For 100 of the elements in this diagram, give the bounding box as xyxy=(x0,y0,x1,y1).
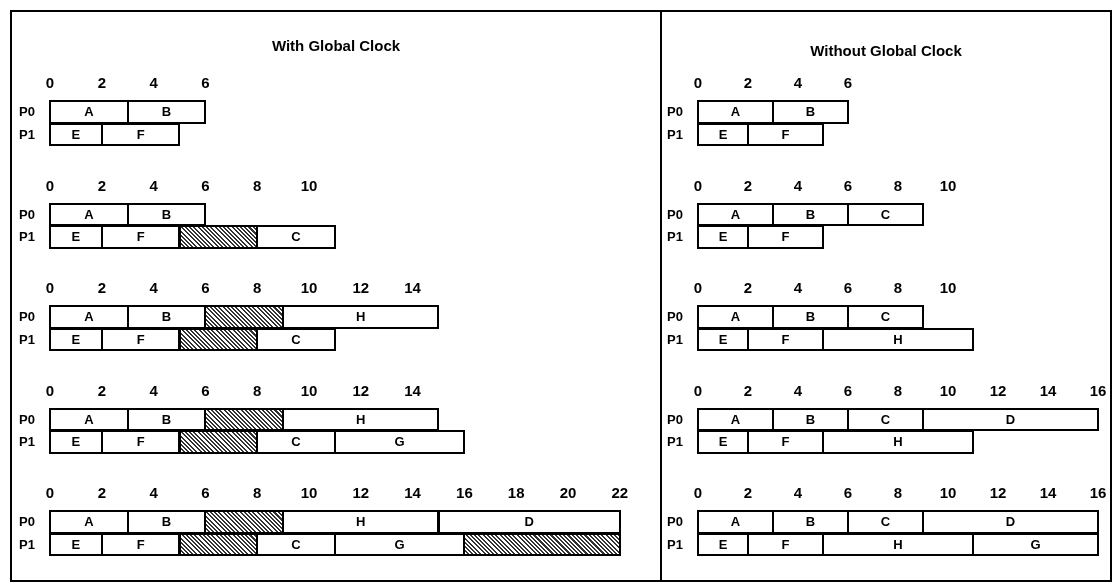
task-bar: B xyxy=(126,202,207,226)
processor-label: P0 xyxy=(667,206,683,222)
tick-label: 10 xyxy=(939,279,957,296)
tick-label: 10 xyxy=(300,279,318,296)
task-bar: C xyxy=(256,327,336,351)
task-bar: H xyxy=(282,407,440,431)
processor-label: P1 xyxy=(667,331,683,347)
tick-label: 16 xyxy=(456,484,473,501)
tick-label: 6 xyxy=(201,176,210,194)
task-bar: G xyxy=(333,430,466,454)
idle-bar xyxy=(178,225,259,249)
tick-label: 12 xyxy=(352,381,370,399)
tick-label: 6 xyxy=(843,279,853,296)
tick-label: 4 xyxy=(793,74,803,91)
task-bar: B xyxy=(772,305,849,329)
tick-label: 4 xyxy=(793,381,803,399)
processor-label: P0 xyxy=(19,411,35,427)
tick-label: 4 xyxy=(149,484,158,501)
idle-bar xyxy=(204,407,285,431)
task-bar: E xyxy=(49,225,103,249)
tick-label: 0 xyxy=(45,381,55,399)
tick-label: 4 xyxy=(149,74,158,91)
tick-label: 4 xyxy=(149,279,158,296)
tick-label: 0 xyxy=(45,279,55,296)
panel-title: With Global Clock xyxy=(270,37,402,54)
task-bar: B xyxy=(772,202,849,226)
tick-label: 0 xyxy=(693,484,703,501)
task-bar: B xyxy=(126,510,207,534)
tick-label: 2 xyxy=(97,484,106,501)
task-bar: E xyxy=(697,225,749,249)
task-bar: F xyxy=(747,225,824,249)
task-bar: B xyxy=(126,305,207,329)
task-bar: E xyxy=(49,430,103,454)
processor-label: P1 xyxy=(19,434,35,449)
tick-label: 2 xyxy=(743,484,753,501)
processor-label: P1 xyxy=(667,434,683,449)
tick-label: 8 xyxy=(253,484,262,501)
tick-label: 6 xyxy=(201,279,210,296)
tick-label: 0 xyxy=(45,74,55,91)
task-bar: F xyxy=(100,430,181,454)
tick-label: 2 xyxy=(97,74,106,91)
chart-panel xyxy=(10,10,662,582)
tick-label: 0 xyxy=(45,176,55,194)
tick-label: 16 xyxy=(1089,484,1107,501)
task-bar: H xyxy=(822,532,974,556)
tick-label: 10 xyxy=(939,176,957,194)
task-bar: C xyxy=(847,202,924,226)
tick-label: 0 xyxy=(693,279,703,296)
task-bar: B xyxy=(126,100,207,124)
tick-label: 6 xyxy=(201,381,210,399)
task-bar: D xyxy=(437,510,621,534)
chart-panel xyxy=(660,10,1112,582)
tick-label: 10 xyxy=(939,484,957,501)
tick-label: 6 xyxy=(201,74,210,91)
tick-label: 2 xyxy=(743,74,753,91)
task-bar: A xyxy=(49,510,129,534)
task-bar: B xyxy=(772,407,849,431)
tick-label: 10 xyxy=(300,484,318,501)
tick-label: 2 xyxy=(97,381,106,399)
tick-label: 12 xyxy=(989,484,1007,501)
tick-label: 6 xyxy=(843,74,853,91)
task-bar: G xyxy=(972,532,1099,556)
tick-label: 6 xyxy=(843,381,853,399)
task-bar: A xyxy=(697,510,774,534)
task-bar: F xyxy=(747,430,824,454)
task-bar: B xyxy=(126,407,207,431)
tick-label: 0 xyxy=(693,381,703,399)
tick-label: 14 xyxy=(404,484,421,501)
task-bar: H xyxy=(822,430,974,454)
processor-label: P0 xyxy=(19,514,35,529)
idle-bar xyxy=(178,430,259,454)
task-bar: C xyxy=(847,407,924,431)
processor-label: P0 xyxy=(667,104,683,119)
task-bar: F xyxy=(100,225,181,249)
processor-label: P1 xyxy=(19,229,35,244)
tick-label: 14 xyxy=(404,381,421,399)
task-bar: B xyxy=(772,100,849,124)
tick-label: 8 xyxy=(253,176,262,194)
task-bar: A xyxy=(49,202,129,226)
task-bar: C xyxy=(256,430,336,454)
tick-label: 0 xyxy=(693,176,703,194)
processor-label: P0 xyxy=(19,104,35,119)
task-bar: A xyxy=(49,100,129,124)
tick-label: 8 xyxy=(253,381,262,399)
processor-label: P1 xyxy=(667,229,683,244)
tick-label: 0 xyxy=(45,484,55,501)
tick-label: 8 xyxy=(893,176,903,194)
processor-label: P1 xyxy=(19,331,35,347)
processor-label: P0 xyxy=(19,309,35,324)
task-bar: C xyxy=(847,305,924,329)
task-bar: D xyxy=(922,407,1099,431)
processor-label: P1 xyxy=(667,126,683,142)
tick-label: 12 xyxy=(352,484,370,501)
tick-label: 14 xyxy=(1039,484,1057,501)
task-bar: C xyxy=(256,225,336,249)
task-bar: A xyxy=(697,305,774,329)
tick-label: 6 xyxy=(843,484,853,501)
processor-label: P0 xyxy=(19,206,35,222)
tick-label: 2 xyxy=(97,176,106,194)
tick-label: 14 xyxy=(1039,381,1057,399)
